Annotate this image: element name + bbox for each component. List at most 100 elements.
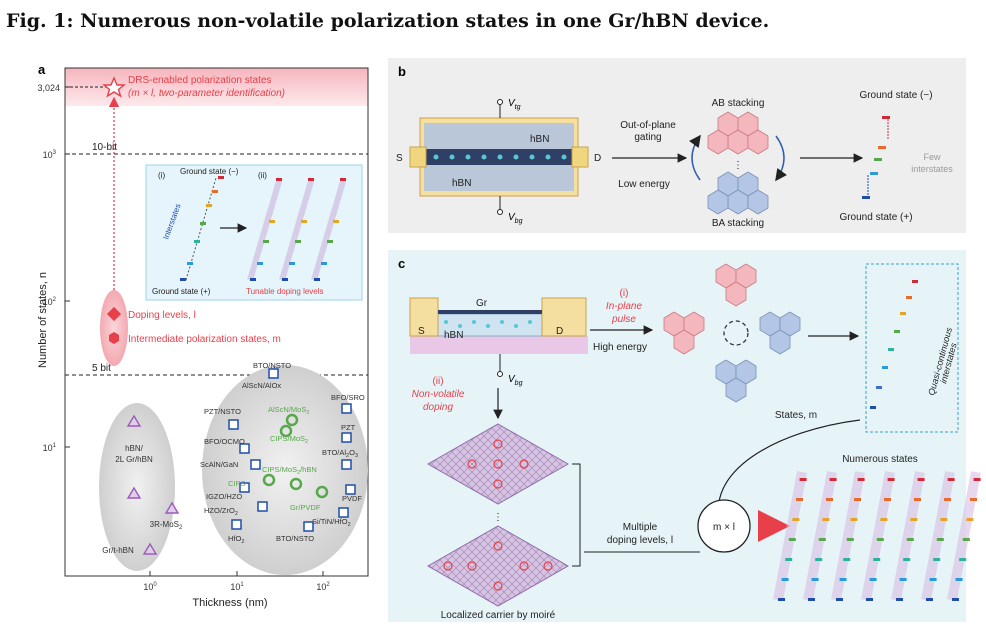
b-low-energy: Low energy <box>618 179 670 190</box>
staircase-level <box>929 578 937 581</box>
staircase-level <box>799 478 807 481</box>
b-drain-label: D <box>594 153 601 164</box>
staircase-level <box>917 478 925 481</box>
drs-label: DRS-enabled polarization states <box>128 75 271 86</box>
staircase-level <box>829 478 837 481</box>
c-inplane1: In-plane <box>606 301 643 312</box>
staircase-level <box>966 518 974 521</box>
b-ba-label: BA stacking <box>712 218 764 229</box>
staircase-level <box>914 498 921 501</box>
mat-cips-mos2-hbn: CIPS/MoS2/hBN <box>262 465 317 476</box>
staircase-level <box>906 538 914 541</box>
inset-tunable: Tunable doping levels <box>246 287 324 296</box>
staircase-level <box>778 598 785 601</box>
b-staircase <box>862 116 890 199</box>
staircase-level <box>850 518 858 521</box>
c-high-energy: High energy <box>593 342 647 353</box>
c-mxl-circle <box>697 499 751 553</box>
c-quasi-staircase <box>870 280 918 409</box>
c-gr-label: Gr <box>476 298 488 309</box>
mat-igzo-hzo: IGZO/HZO <box>206 492 242 501</box>
mat-bto-nsto-bottom: BTO/NSTO <box>276 534 314 543</box>
c-quasi-box <box>865 263 959 433</box>
marker-3r-triangle <box>126 486 142 499</box>
mat-hbn2: 2L Gr/hBN <box>115 455 153 464</box>
staircase-level <box>959 558 967 561</box>
staircase-level <box>933 558 941 561</box>
c-hex-cluster <box>663 263 801 403</box>
c-localized: Localized carrier by moiré <box>441 610 556 621</box>
x-tick-1e2: 102 <box>316 582 330 592</box>
staircase-level <box>903 558 911 561</box>
mat-pzt: PZT <box>341 423 356 432</box>
inset-gs-minus: Ground state (−) <box>180 167 239 176</box>
staircase-level <box>962 538 970 541</box>
staircase-level <box>940 518 948 521</box>
b-ab-label: AB stacking <box>712 98 765 109</box>
marker-gr-pvdf <box>315 485 329 499</box>
x-axis-label: Thickness (nm) <box>192 597 267 609</box>
staircase-level <box>899 578 907 581</box>
b-dots: ⋮ <box>733 160 743 171</box>
c-numerous-staircases <box>773 471 981 601</box>
b-swap-arrow-left <box>688 134 701 181</box>
c-vbg-label: Vbg <box>508 374 523 387</box>
staircase-level <box>788 538 796 541</box>
mat-pzt-nsto: PZT/NSTO <box>204 407 241 416</box>
staircase-level <box>815 558 823 561</box>
marker-hbn-triangle <box>126 414 142 427</box>
staircase-level <box>944 498 951 501</box>
b-vbg-label: Vbg <box>508 212 523 225</box>
staircase-level <box>936 538 944 541</box>
b-hbn-top-label: hBN <box>530 134 549 145</box>
conventional-ellipse <box>202 365 368 575</box>
c-source-label: S <box>418 326 425 337</box>
staircase-level <box>896 598 903 601</box>
b-few2: interstates <box>911 164 953 174</box>
marker-bto-nsto-top <box>268 368 279 379</box>
staircase-level <box>947 478 955 481</box>
doping-label: Doping levels, l <box>128 310 196 321</box>
staircase-level <box>808 598 815 601</box>
mat-alscn-mos2: AlScN/MoS2 <box>268 405 309 416</box>
c-mxl: m × l <box>713 522 735 533</box>
b-few1: Few <box>923 152 941 162</box>
mat-hzo-zro2: HZO/ZrO2 <box>204 506 238 517</box>
staircase-level <box>869 578 877 581</box>
figure-title: Fig. 1: Numerous non-volatile polarizati… <box>6 10 770 32</box>
inset-box: (i) (ii) Ground state (−) Ground state (… <box>145 164 363 301</box>
mat-cips: CIPS <box>228 479 246 488</box>
mat-bto-nsto-top: BTO/NSTO <box>253 361 291 370</box>
mat-hfo2: HfO2 <box>228 534 244 545</box>
x-tick-1e1: 101 <box>230 582 244 592</box>
x-tick-1e0: 100 <box>143 582 157 592</box>
staircase-level <box>876 538 884 541</box>
doping-ellipse <box>100 290 128 366</box>
b-vtg-label: Vtg <box>508 98 521 111</box>
mat-bto-al2o3: BTO/Al2O3 <box>322 448 358 459</box>
marker-bto-al2o3 <box>341 459 352 470</box>
staircase-level <box>952 598 959 601</box>
mat-cips-mos2: CIPS/MoS2 <box>270 434 308 445</box>
staircase-level <box>843 558 851 561</box>
intermediate-label: Intermediate polarization states, m <box>128 334 281 345</box>
marker-bfo-sro <box>341 403 352 414</box>
mat-grt: Gr/t-hBN <box>102 546 134 555</box>
b-gs-plus: Ground state (+) <box>839 212 912 223</box>
inset-gs-plus: Ground state (+) <box>152 287 211 296</box>
ab-stacking-hexes <box>707 111 769 155</box>
device-b-hbn-top <box>424 123 574 149</box>
b-gating1: Out-of-plane <box>620 120 676 131</box>
panel-a: a 3,024 103 102 101 100 101 102 Thicknes… <box>37 62 380 622</box>
c-states-m: States, m <box>775 410 817 421</box>
c-inplane-i: (i) <box>620 288 629 299</box>
staircase-level <box>970 498 977 501</box>
staircase-level <box>826 498 833 501</box>
mat-bfo-sro: BFO/SRO <box>331 393 365 402</box>
mat-alscn-alox: AlScN/AlOx <box>242 381 281 390</box>
staircase-level <box>926 598 933 601</box>
doping-diamond-icon <box>106 306 122 322</box>
y-tick-3024: 3,024 <box>37 83 60 93</box>
b-swap-arrow-right <box>775 135 788 182</box>
